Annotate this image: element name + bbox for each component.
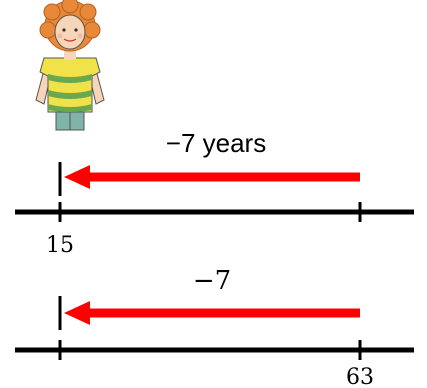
top-arrow	[64, 165, 360, 189]
bottom-end-tick-label: 63	[346, 365, 374, 388]
bottom-arrow-label: −7	[193, 266, 231, 296]
girl-illustration	[36, 0, 104, 130]
top-number-line-group: −7 years 15	[15, 128, 414, 258]
top-arrow-label: −7 years	[166, 128, 266, 158]
bottom-arrow	[64, 301, 360, 325]
top-start-tick-label: 15	[46, 233, 74, 258]
bottom-number-line-group: −7 63	[15, 266, 414, 388]
